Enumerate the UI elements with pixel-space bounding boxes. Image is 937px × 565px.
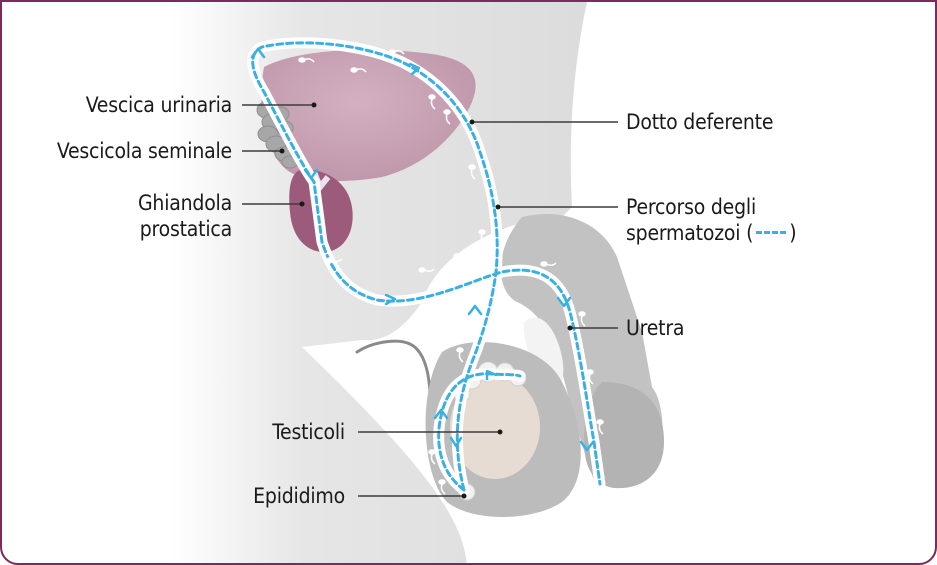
pelvis-outline xyxy=(355,339,432,424)
label-urethra: Uretra xyxy=(626,316,685,340)
label-sperm-path-text: spermatozoi ( xyxy=(626,221,754,245)
sperm-path-dashed xyxy=(251,41,602,492)
glans-shape xyxy=(584,382,664,489)
label-testicles: Testicoli xyxy=(272,420,345,444)
label-vas-deferens: Dotto deferente xyxy=(626,110,774,134)
label-epididymis: Epididimo xyxy=(253,484,345,508)
sperm-cells xyxy=(298,49,604,495)
leader-dots xyxy=(279,102,573,499)
legend-dashed-line-icon xyxy=(756,230,787,234)
label-sperm-path-close: ) xyxy=(789,221,797,245)
testicle-shape xyxy=(450,375,540,479)
label-sperm-path-line2: spermatozoi () xyxy=(626,220,797,246)
label-sperm-path-line1: Percorso degli xyxy=(626,195,756,219)
label-prostate: Ghiandola prostatica xyxy=(138,190,232,242)
label-sperm-path: Percorso degli spermatozoi () xyxy=(626,194,797,246)
leader-lines xyxy=(242,104,618,497)
label-prostate-line1: Ghiandola xyxy=(137,191,232,215)
bladder-shape xyxy=(261,49,476,182)
label-bladder: Vescica urinaria xyxy=(85,93,232,117)
label-prostate-line2: prostatica xyxy=(139,217,232,241)
path-direction-arrows xyxy=(250,47,595,452)
label-seminal-vesicle: Vescicola seminale xyxy=(56,139,232,163)
